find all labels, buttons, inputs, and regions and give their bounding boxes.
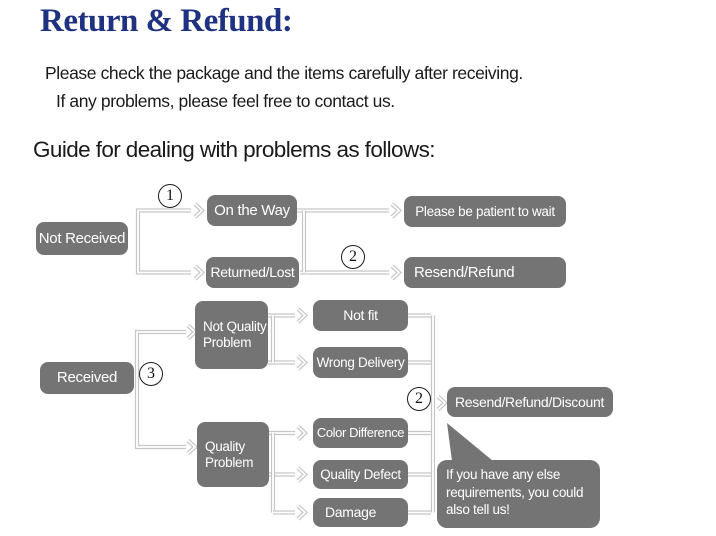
flow-node-quality-problem: Quality Problem — [197, 422, 269, 487]
note-bubble-tail — [447, 423, 493, 461]
guide-heading: Guide for dealing with problems as follo… — [33, 137, 436, 162]
connector-bracket-top-results — [297, 202, 403, 281]
step-marker-2b: 2 — [407, 387, 431, 411]
page-title: Return & Refund: — [40, 3, 293, 39]
step-marker-2: 2 — [341, 245, 365, 269]
connector-bracket-quality — [269, 424, 309, 521]
connector-bracket-not-quality — [268, 307, 309, 371]
flow-node-received: Received — [40, 362, 134, 394]
flow-node-resend-refund-discount: Resend/Refund/Discount — [447, 387, 613, 417]
note-bubble-line: If you have any else — [446, 467, 561, 482]
flow-node-not-quality-problem: Not Quality Problem — [195, 301, 268, 369]
note-bubble-line: requirements, you could — [446, 484, 584, 500]
intro-line-2: If any problems, please feel free to con… — [56, 91, 395, 111]
note-bubble-line: also tell us! — [446, 502, 510, 518]
note-bubble: If you have any else requirements, you c… — [437, 460, 600, 528]
flow-node-not-fit: Not fit — [313, 300, 408, 331]
flow-node-returned-lost: Returned/Lost — [206, 257, 299, 288]
connector-bracket-received — [134, 323, 199, 456]
step-marker-3: 3 — [139, 362, 163, 386]
flow-node-be-patient: Please be patient to wait — [404, 196, 566, 227]
flow-node-resend-refund: Resend/Refund — [404, 257, 566, 288]
connector-collector — [408, 313, 449, 515]
step-marker-1: 1 — [158, 184, 182, 208]
flow-node-on-the-way: On the Way — [207, 195, 297, 226]
connector-bracket-not-received — [135, 202, 206, 281]
flow-node-damage: Damage — [313, 498, 408, 527]
intro-line-1: Please check the package and the items c… — [45, 63, 523, 83]
flow-node-quality-defect: Quality Defect — [313, 460, 408, 489]
flow-node-color-difference: Color Difference — [313, 418, 408, 448]
flow-node-not-received: Not Received — [36, 222, 128, 255]
flow-node-wrong-delivery: Wrong Delivery — [313, 347, 408, 378]
